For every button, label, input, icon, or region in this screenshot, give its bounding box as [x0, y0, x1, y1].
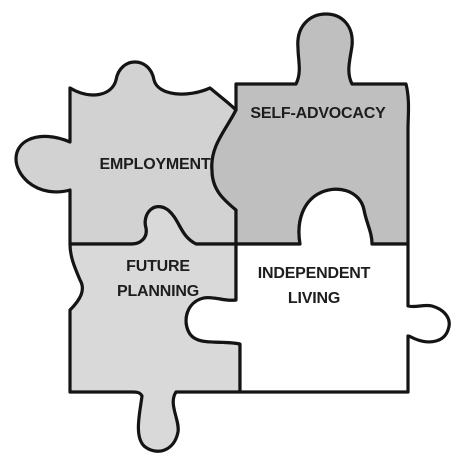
future-planning-label-line2: PLANNING	[117, 283, 199, 300]
future-planning-label-line1: FUTURE	[126, 258, 190, 275]
self-advocacy-label: SELF-ADVOCACY	[250, 105, 386, 122]
employment-label: EMPLOYMENT	[100, 156, 211, 173]
independent-living-label-line1: INDEPENDENT	[258, 265, 371, 282]
independent-living-piece	[184, 187, 451, 394]
independent-living-label-line2: LIVING	[288, 290, 340, 307]
employment-piece	[14, 60, 238, 246]
